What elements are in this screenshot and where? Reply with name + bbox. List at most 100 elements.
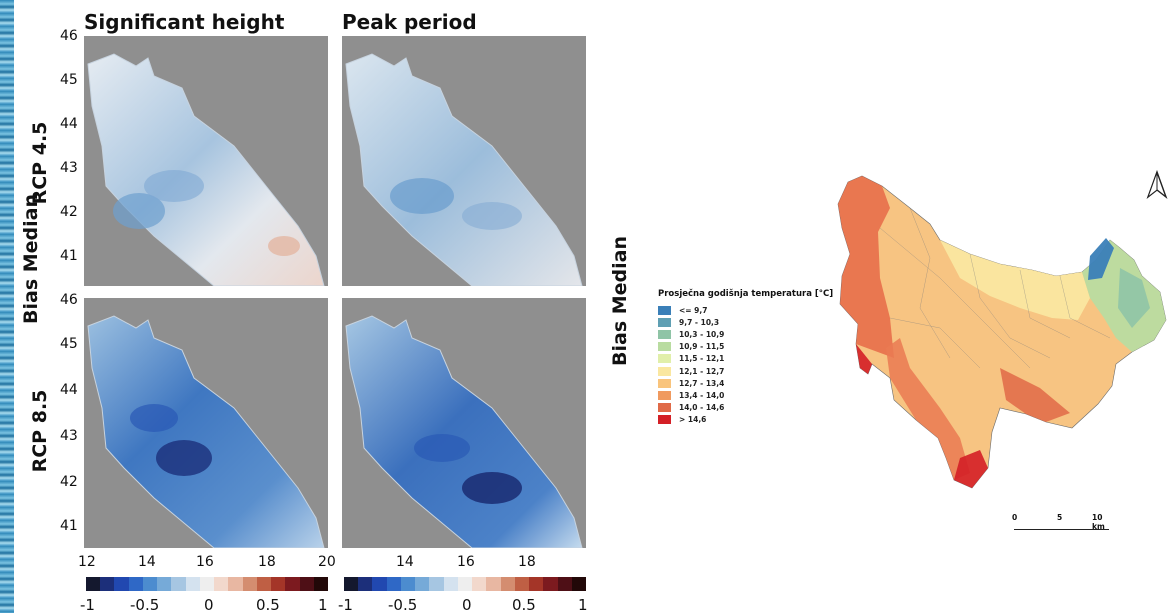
y-tick: 42 xyxy=(60,474,78,490)
temperature-map xyxy=(837,175,1167,489)
legend-label: 12,1 - 12,7 xyxy=(679,366,725,376)
row-title-rcp85: RCP 8.5 xyxy=(29,389,51,473)
column-title-significant-height: Significant height xyxy=(84,10,285,34)
colorbar-segment xyxy=(86,577,101,591)
scale-label-5: 5 xyxy=(1057,513,1063,522)
legend-swatch xyxy=(658,366,671,376)
legend-swatch xyxy=(658,305,671,315)
colorbar-segment xyxy=(214,577,229,591)
colorbar-segment xyxy=(171,577,186,591)
colorbar-segment xyxy=(514,577,530,591)
colorbar-segment xyxy=(457,577,473,591)
legend-swatch xyxy=(658,317,671,327)
colorbar-tick: -0.5 xyxy=(130,596,160,614)
colorbar-segment xyxy=(429,577,444,591)
legend-item: > 14,6 xyxy=(658,414,858,426)
colorbar-segment xyxy=(557,577,572,591)
colorbar-tick: 1 xyxy=(578,596,588,614)
y-tick: 44 xyxy=(60,382,78,398)
legend-item: 10,9 - 11,5 xyxy=(658,341,858,353)
x-tick: 14 xyxy=(396,554,414,570)
legend-label: 14,0 - 14,6 xyxy=(679,403,725,413)
legend-swatch xyxy=(658,378,671,388)
y-tick: 45 xyxy=(60,336,78,352)
colorbar-segment xyxy=(100,577,115,591)
colorbar-segment xyxy=(271,577,286,591)
colorbar-segment xyxy=(142,577,158,591)
x-tick: 14 xyxy=(138,554,156,570)
colorbar-tick: 0 xyxy=(204,596,214,614)
legend-swatch xyxy=(658,403,671,413)
legend-label: 13,4 - 14,0 xyxy=(679,390,725,400)
legend-item: 11,5 - 12,1 xyxy=(658,353,858,365)
legend-label: 10,9 - 11,5 xyxy=(679,342,725,352)
x-tick: 20 xyxy=(318,554,336,570)
y-tick: 46 xyxy=(60,28,78,44)
legend-swatch xyxy=(658,342,671,352)
x-tick: 16 xyxy=(457,554,475,570)
map-panel-rcp45-peak-period xyxy=(342,36,586,286)
colorbar-segment xyxy=(472,577,487,591)
colorbar-segment xyxy=(415,577,430,591)
colorbar-segment xyxy=(500,577,515,591)
y-tick: 43 xyxy=(60,160,78,176)
colorbar-segment xyxy=(400,577,416,591)
y-tick: 46 xyxy=(60,292,78,308)
legend-label: 11,5 - 12,1 xyxy=(679,354,725,364)
legend-swatch xyxy=(658,415,671,425)
colorbar-left xyxy=(86,577,328,591)
legend-label: 9,7 - 10,3 xyxy=(679,317,720,327)
right-y-axis-label: Bias Median xyxy=(609,236,631,366)
legend-item: 12,7 - 13,4 xyxy=(658,377,858,389)
temperature-legend: Prosječna godišnja temperatura [°C] <= 9… xyxy=(658,289,858,426)
colorbar-segment xyxy=(344,577,359,591)
x-tick: 18 xyxy=(258,554,276,570)
colorbar-tick: 0 xyxy=(462,596,472,614)
y-axis-label: Bias Median xyxy=(20,194,42,324)
legend-item: 12,1 - 12,7 xyxy=(658,365,858,377)
colorbar-tick: -1 xyxy=(80,596,95,614)
colorbar-segment xyxy=(313,577,328,591)
scale-line xyxy=(1014,529,1109,530)
colorbar-segment xyxy=(114,577,129,591)
north-arrow-icon xyxy=(1146,170,1168,200)
map-panel-rcp85-significant-height xyxy=(84,298,328,548)
legend-swatch xyxy=(658,354,671,364)
colorbar-segment xyxy=(443,577,458,591)
y-tick: 43 xyxy=(60,428,78,444)
legend-swatch xyxy=(658,329,671,339)
x-tick: 16 xyxy=(196,554,214,570)
scale-label-0: 0 xyxy=(1012,513,1018,522)
legend-label: > 14,6 xyxy=(679,415,707,425)
y-tick: 44 xyxy=(60,116,78,132)
colorbar-segment xyxy=(285,577,300,591)
legend-item: 10,3 - 10,9 xyxy=(658,328,858,340)
legend-item: 9,7 - 10,3 xyxy=(658,316,858,328)
colorbar-segment xyxy=(543,577,558,591)
colorbar-segment xyxy=(185,577,200,591)
y-tick: 42 xyxy=(60,204,78,220)
colorbar-segment xyxy=(299,577,314,591)
scale-bar: 0 5 10 km xyxy=(1012,513,1112,535)
legend-item: 14,0 - 14,6 xyxy=(658,402,858,414)
legend-item: 13,4 - 14,0 xyxy=(658,389,858,401)
colorbar-tick: -1 xyxy=(338,596,353,614)
map-panel-rcp45-significant-height xyxy=(84,36,328,286)
colorbar-segment xyxy=(242,577,257,591)
colorbar-tick: -0.5 xyxy=(388,596,418,614)
legend-label: 12,7 - 13,4 xyxy=(679,378,725,388)
colorbar-segment xyxy=(228,577,243,591)
legend-swatch xyxy=(658,390,671,400)
colorbar-tick: 0.5 xyxy=(256,596,280,614)
colorbar-segment xyxy=(529,577,544,591)
y-tick: 41 xyxy=(60,518,78,534)
scale-label-10km: 10 km xyxy=(1092,513,1105,531)
x-tick: 12 xyxy=(78,554,96,570)
water-texture-strip xyxy=(0,0,14,613)
y-tick: 41 xyxy=(60,248,78,264)
column-title-peak-period: Peak period xyxy=(342,10,477,34)
colorbar-tick: 0.5 xyxy=(512,596,536,614)
legend-item: <= 9,7 xyxy=(658,304,858,316)
row-title-rcp45: RCP 4.5 xyxy=(29,121,51,205)
